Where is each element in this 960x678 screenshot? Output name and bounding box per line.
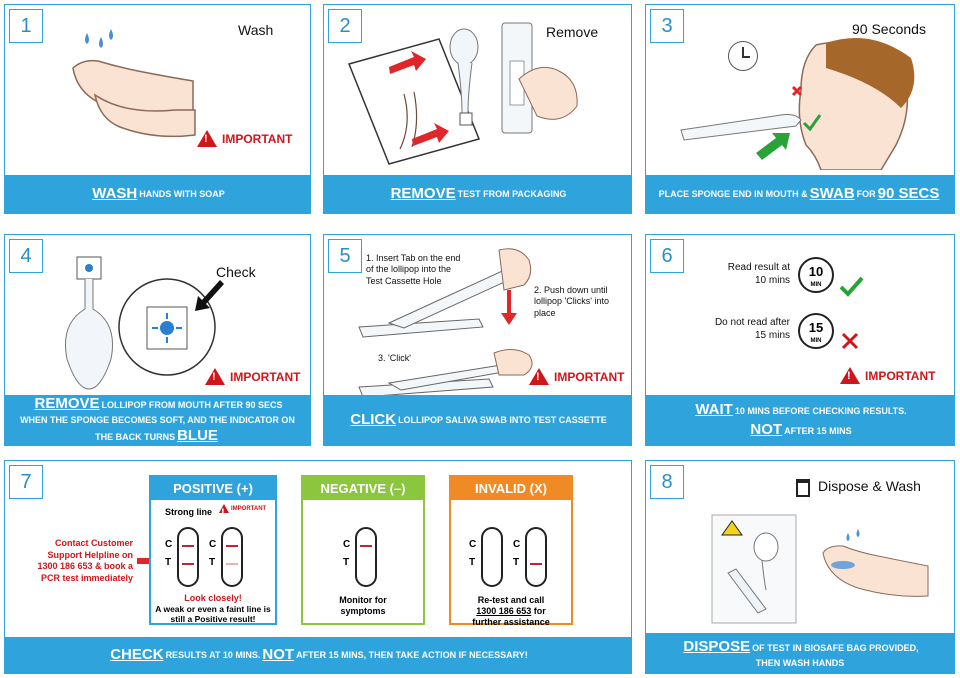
monitor-symptoms-text: Monitor for symptoms [339,595,387,616]
retest-text: Re-test and call 1300 186 653 for furthe… [472,595,550,627]
positive-header: POSITIVE (+) [151,477,275,500]
warning-icon [529,368,549,385]
strong-line-label: Strong line [165,507,212,517]
biosafe-bag-hands-icon [711,514,929,624]
bin-icon [796,479,810,497]
check-mark-icon [839,276,864,297]
negative-header: NEGATIVE (–) [303,477,423,500]
step-5-instruction-1: 1. Insert Tab on the end of the lollipop… [366,253,461,286]
cassette-invalid-2 [525,527,547,587]
important-warning: IMPORTANT [840,367,935,384]
step-5-instruction-3: 3. 'Click' [378,353,411,363]
step-number: 4 [9,239,43,273]
warning-icon [197,130,217,147]
step-number: 3 [650,9,684,43]
look-closely-text: Look closely! [184,593,242,603]
step-number: 8 [650,465,684,499]
step-number: 2 [328,9,362,43]
read-result-text: Read result at 10 mins [727,262,790,286]
lollipop-indicator-icon [65,256,224,390]
cassette-faint [221,527,243,587]
negative-result-box: NEGATIVE (–) C T Monitor for symptoms [301,475,425,625]
step-number: 6 [650,239,684,273]
cassette-negative [355,527,377,587]
step-title: Remove [546,24,599,40]
cross-icon [841,332,859,350]
cassette-strong [177,527,199,587]
cassette-click-icon [358,248,533,398]
do-not-read-text: Do not read after 15 mins [714,317,790,341]
invalid-result-box: INVALID (X) C T C T Re-test and call 130… [449,475,573,627]
clock-icon [728,41,758,71]
warning-icon [219,504,229,519]
step-5-panel: 5 1. Insert Tab on the end of the lollip… [323,234,632,446]
hands-water-icon [72,29,196,138]
step-title: Dispose & Wash [818,478,921,494]
step-title: 90 Seconds [852,21,926,37]
step-7-panel: 7 Contact Customer Support Helpline on 1… [4,460,632,674]
warning-icon [840,367,860,384]
step-5-instruction-2: 2. Push down until lollipop 'Clicks' int… [534,285,609,318]
positive-result-box: POSITIVE (+) Strong line IMPORTANT C T C… [149,475,277,625]
faint-line-note: A weak or even a faint line is still a P… [155,604,271,625]
test-packaging-icon [347,22,578,165]
check-label: Check [216,264,256,280]
cassette-invalid-1 [481,527,503,587]
invalid-header: INVALID (X) [451,477,571,500]
important-warning: IMPORTANT [205,368,300,385]
contact-support-text: Contact Customer Support Helpline on 130… [37,538,133,584]
important-warning: IMPORTANT [197,130,292,147]
warning-icon [205,368,225,385]
step-number: 7 [9,465,43,499]
step-number: 1 [9,9,43,43]
step-title: Wash [238,22,274,38]
person-swab-icon [680,38,915,170]
important-warning: IMPORTANT [529,368,624,385]
step-number: 5 [328,239,362,273]
step-3-panel: 3 90 Seconds PLACE SPONGE END IN MOUTH &… [645,4,955,214]
important-warning: IMPORTANT [219,504,266,519]
